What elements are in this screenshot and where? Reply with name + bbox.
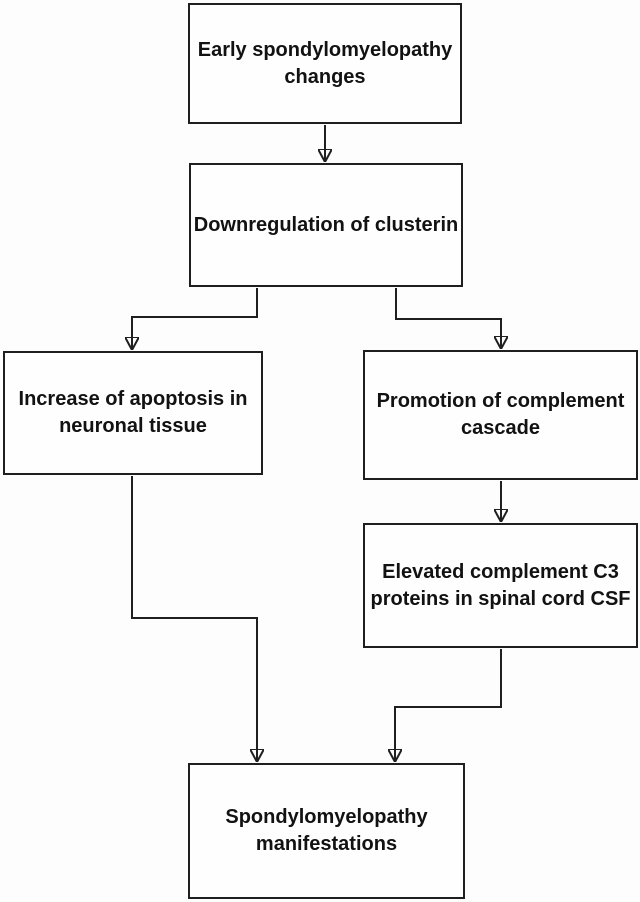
node-label: Spondylomyelopathy manifestations — [225, 806, 428, 855]
connector-clusterin-to-apoptosis — [132, 288, 258, 349]
connector-clusterin-to-complement — [395, 288, 501, 348]
connector-c3-to-manifestations — [395, 649, 502, 761]
node-early-spondylomyelopathy-changes: Early spondylomyelopathy changes — [188, 3, 462, 124]
node-label: Promotion of complement cascade — [376, 390, 625, 439]
node-elevated-complement-c3: Elevated complement C3 proteins in spina… — [363, 523, 638, 648]
node-promotion-of-complement-cascade: Promotion of complement cascade — [363, 350, 638, 480]
node-increase-of-apoptosis: Increase of apoptosis in neuronal tissue — [3, 351, 263, 475]
node-spondylomyelopathy-manifestations: Spondylomyelopathy manifestations — [188, 763, 465, 899]
connector-apoptosis-to-manifestations — [131, 476, 257, 761]
node-label: Downregulation of clusterin — [193, 213, 459, 236]
node-label: Early spondylomyelopathy changes — [197, 38, 453, 88]
node-label: Increase of apoptosis in neuronal tissue — [18, 388, 248, 437]
node-label: Elevated complement C3 proteins in spina… — [370, 560, 631, 610]
node-downregulation-of-clusterin: Downregulation of clusterin — [189, 163, 463, 287]
